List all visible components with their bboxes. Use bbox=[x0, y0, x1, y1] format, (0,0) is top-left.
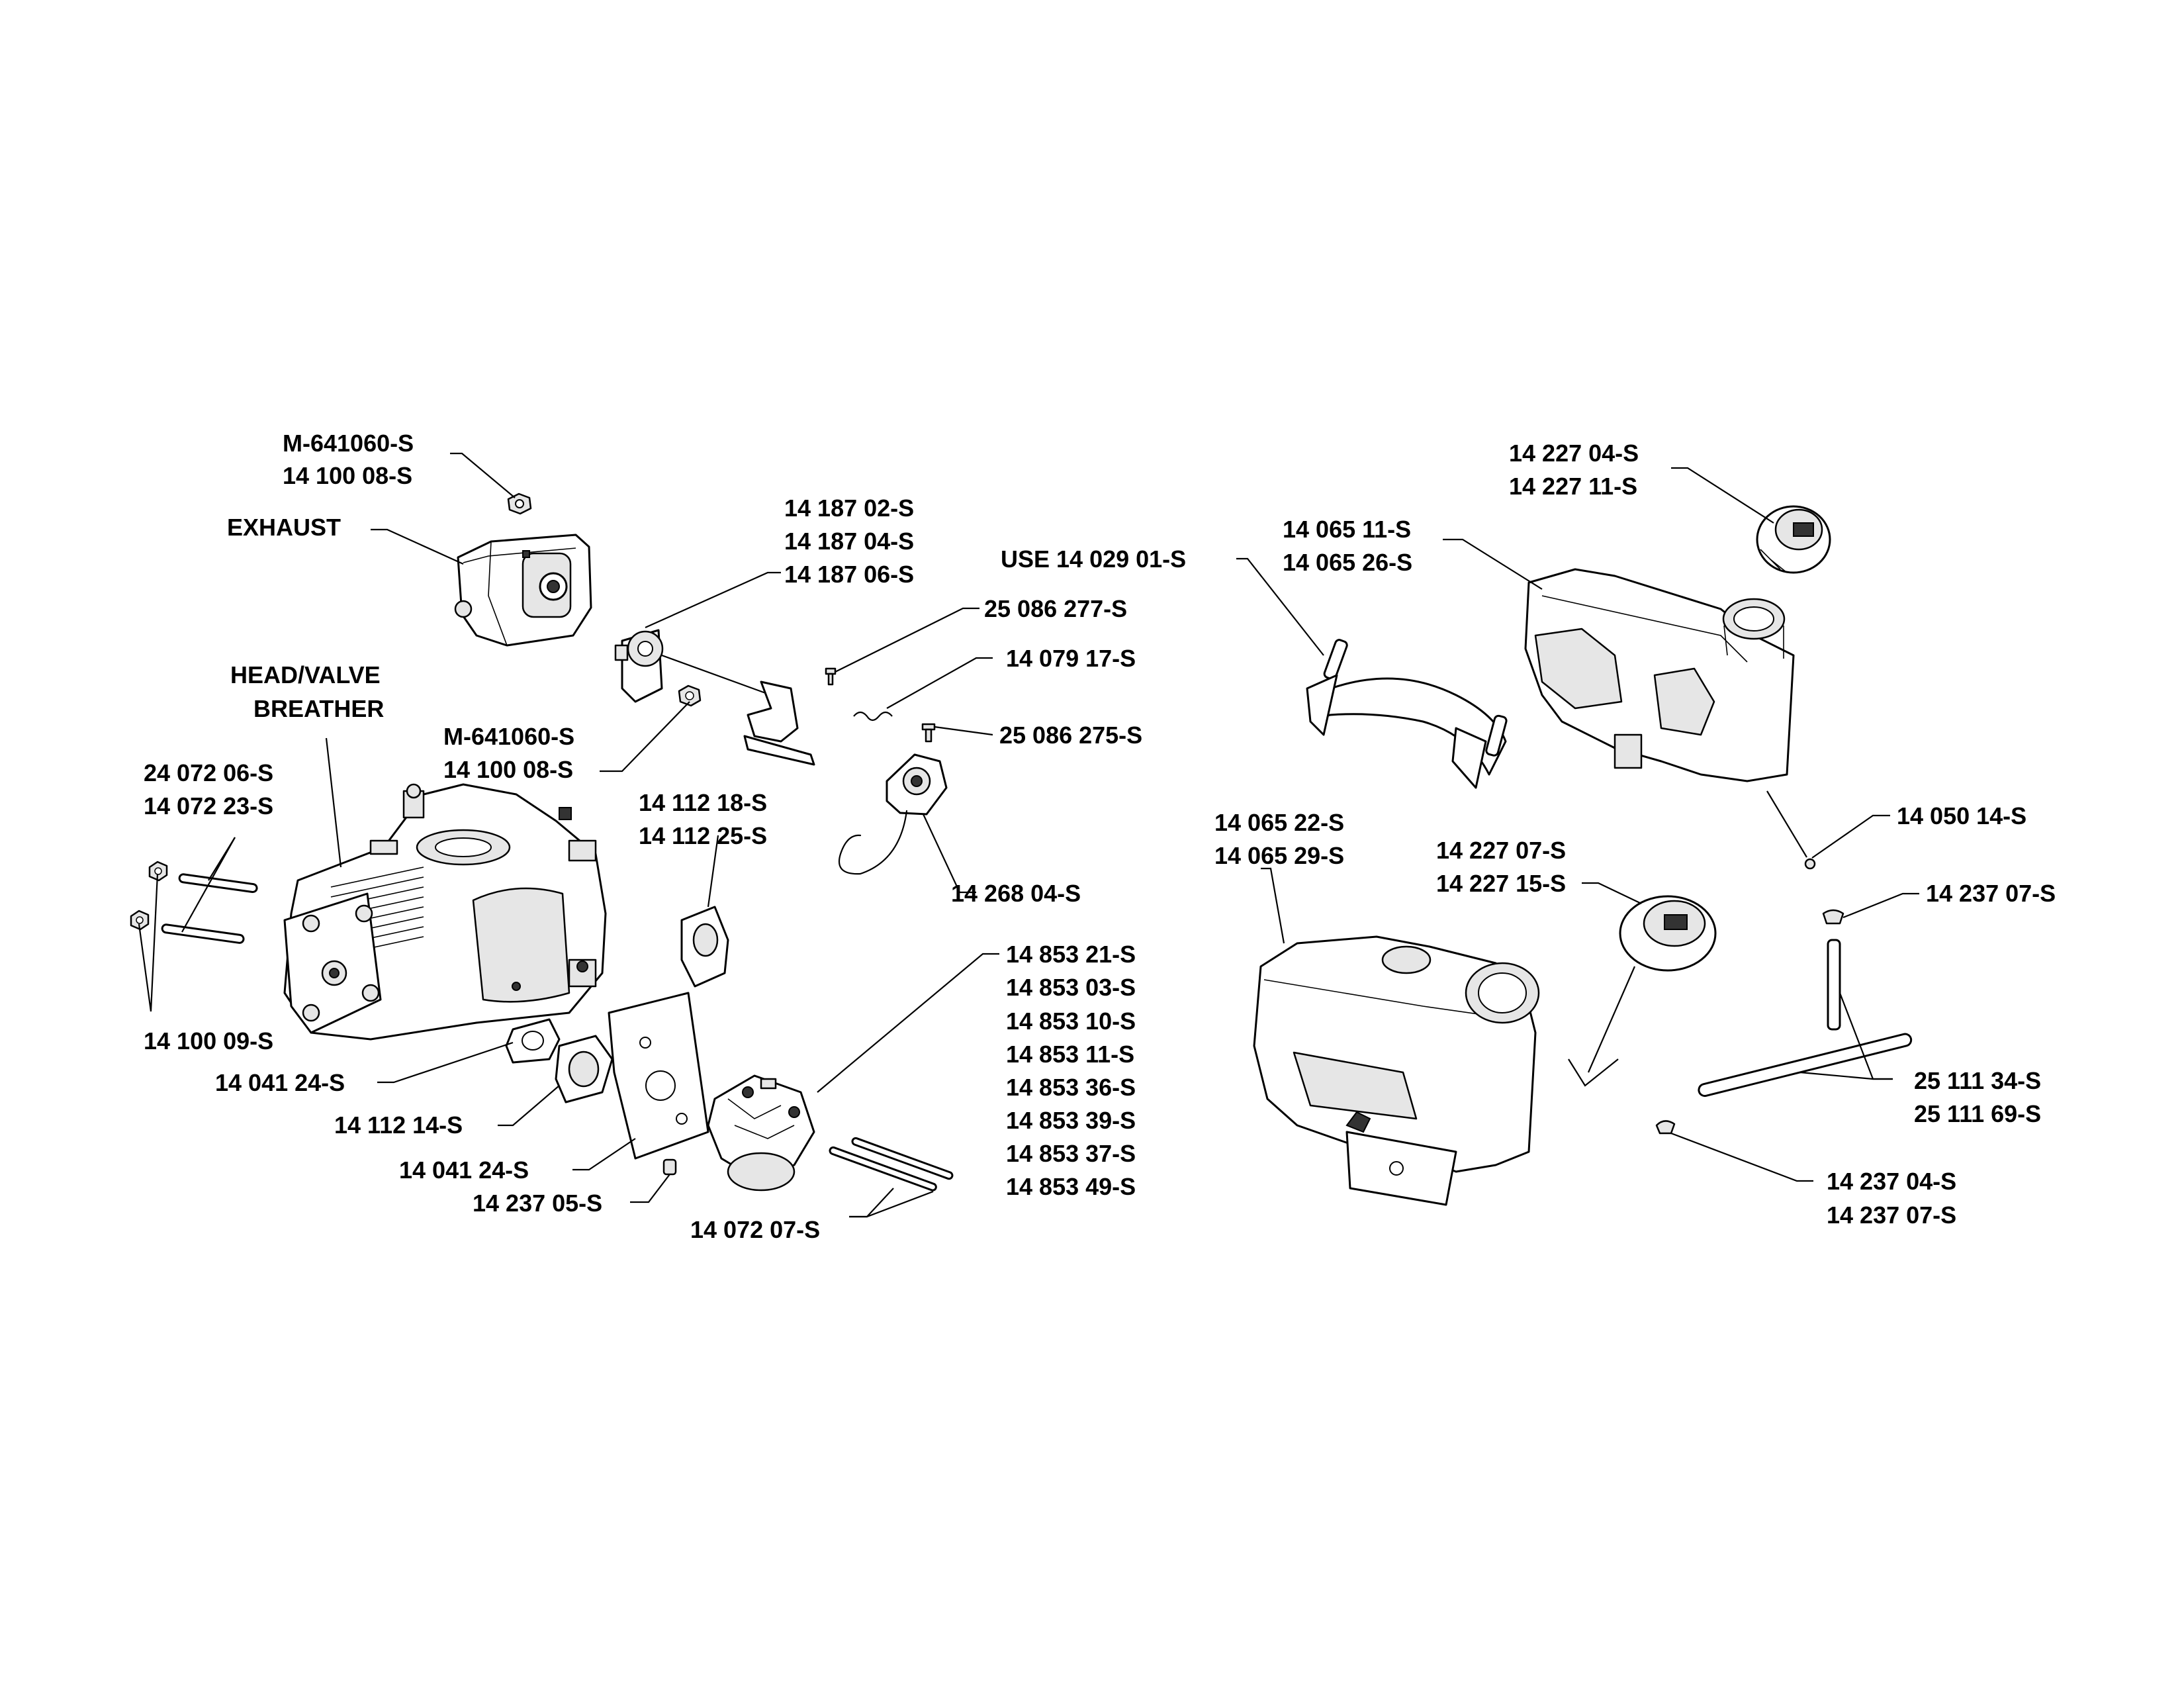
nut-top-part bbox=[507, 492, 532, 515]
label-tank-bottom-b: 14 065 29-S bbox=[1214, 842, 1344, 869]
label-gasket-2: 14 041 24-S bbox=[399, 1156, 529, 1184]
label-gasket-1: 14 041 24-S bbox=[215, 1069, 345, 1096]
fuel-tank-top-part bbox=[1524, 568, 1795, 782]
label-exhaust: EXHAUST bbox=[227, 514, 341, 541]
label-fuel-pump: 14 268 04-S bbox=[951, 880, 1081, 907]
label-spacer-1: 14 112 14-S bbox=[334, 1111, 463, 1139]
clamp-1-part bbox=[662, 1158, 677, 1176]
studs-left bbox=[130, 861, 258, 944]
label-carb-3: 14 853 11-S bbox=[1006, 1041, 1134, 1068]
label-governor-a: 14 187 02-S bbox=[784, 494, 914, 522]
gasket-2-part bbox=[608, 992, 709, 1160]
screw-2-part bbox=[921, 723, 936, 743]
governor-part bbox=[614, 629, 815, 766]
spring-part bbox=[853, 711, 893, 722]
label-tank-bottom-a: 14 065 22-S bbox=[1214, 809, 1344, 836]
label-tank-top-b: 14 065 26-S bbox=[1283, 549, 1412, 576]
spacer-2-part bbox=[680, 906, 729, 988]
label-nut-top-b: 14 100 08-S bbox=[283, 462, 412, 489]
label-nut-mid-a: M-641060-S bbox=[443, 723, 574, 750]
label-carb-5: 14 853 39-S bbox=[1006, 1107, 1136, 1134]
valve-part bbox=[1766, 790, 1816, 870]
nut-mid-part bbox=[678, 684, 702, 707]
label-head-valve: HEAD/VALVE bbox=[230, 661, 381, 688]
label-stud-b: 14 072 23-S bbox=[144, 792, 273, 820]
label-cap-top-a: 14 227 04-S bbox=[1509, 440, 1639, 467]
studs-carb-part bbox=[829, 1137, 954, 1192]
label-nut-mid-b: 14 100 08-S bbox=[443, 756, 573, 783]
label-cap-top-b: 14 227 11-S bbox=[1509, 473, 1637, 500]
label-nut-top-a: M-641060-S bbox=[283, 430, 414, 457]
carburetor-part bbox=[707, 1074, 815, 1192]
exhaust-muffler bbox=[454, 534, 592, 647]
fuel-tank-bottom-part bbox=[1253, 935, 1540, 1206]
label-spacer-2a: 14 112 18-S bbox=[639, 789, 767, 816]
label-valve: 14 050 14-S bbox=[1897, 802, 2026, 829]
engine-block bbox=[283, 783, 607, 1041]
label-hose-a: 25 111 34-S bbox=[1914, 1067, 2041, 1094]
label-bracket: USE 14 029 01-S bbox=[1001, 545, 1186, 573]
leader-lines bbox=[138, 452, 1919, 1218]
label-carb-6: 14 853 37-S bbox=[1006, 1140, 1136, 1167]
label-cap-bottom-a: 14 227 07-S bbox=[1436, 837, 1566, 864]
label-studs-carb: 14 072 07-S bbox=[690, 1216, 820, 1243]
cap-top-part bbox=[1756, 505, 1831, 574]
hose-diagonal-part bbox=[1698, 1033, 1913, 1098]
label-nut-bottom: 14 100 09-S bbox=[144, 1027, 273, 1055]
label-cap-bottom-b: 14 227 15-S bbox=[1436, 870, 1566, 897]
label-governor-c: 14 187 06-S bbox=[784, 561, 914, 588]
label-clamp-3a: 14 237 04-S bbox=[1827, 1168, 1956, 1195]
label-stud-a: 24 072 06-S bbox=[144, 759, 273, 786]
hose-vertical-part bbox=[1827, 939, 1841, 1031]
clamp-3-part bbox=[1655, 1120, 1676, 1135]
label-spacer-2b: 14 112 25-S bbox=[639, 822, 767, 849]
spacer-1-part bbox=[555, 1035, 614, 1103]
label-carb-4: 14 853 36-S bbox=[1006, 1074, 1136, 1101]
gasket-1-part bbox=[505, 1018, 561, 1064]
label-clamp-3b: 14 237 07-S bbox=[1827, 1201, 1956, 1229]
label-clamp-2: 14 237 07-S bbox=[1926, 880, 2056, 907]
label-carb-2: 14 853 10-S bbox=[1006, 1008, 1136, 1035]
label-screw-2: 25 086 275-S bbox=[999, 722, 1142, 749]
fuel-pump-part bbox=[839, 753, 948, 875]
screw-1-part bbox=[825, 667, 837, 686]
cap-bottom-part bbox=[1568, 895, 1717, 1087]
label-spring: 14 079 17-S bbox=[1006, 645, 1136, 672]
label-hose-b: 25 111 69-S bbox=[1914, 1100, 2041, 1127]
label-carb-1: 14 853 03-S bbox=[1006, 974, 1136, 1001]
label-breather: BREATHER bbox=[253, 695, 384, 722]
label-tank-top-a: 14 065 11-S bbox=[1283, 516, 1411, 543]
label-carb-0: 14 853 21-S bbox=[1006, 941, 1136, 968]
clamp-2-part bbox=[1822, 909, 1844, 925]
label-clamp-1: 14 237 05-S bbox=[473, 1190, 602, 1217]
label-screw-1: 25 086 277-S bbox=[984, 595, 1127, 622]
label-governor-b: 14 187 04-S bbox=[784, 528, 914, 555]
bracket-part bbox=[1306, 639, 1508, 789]
label-carb-7: 14 853 49-S bbox=[1006, 1173, 1136, 1200]
